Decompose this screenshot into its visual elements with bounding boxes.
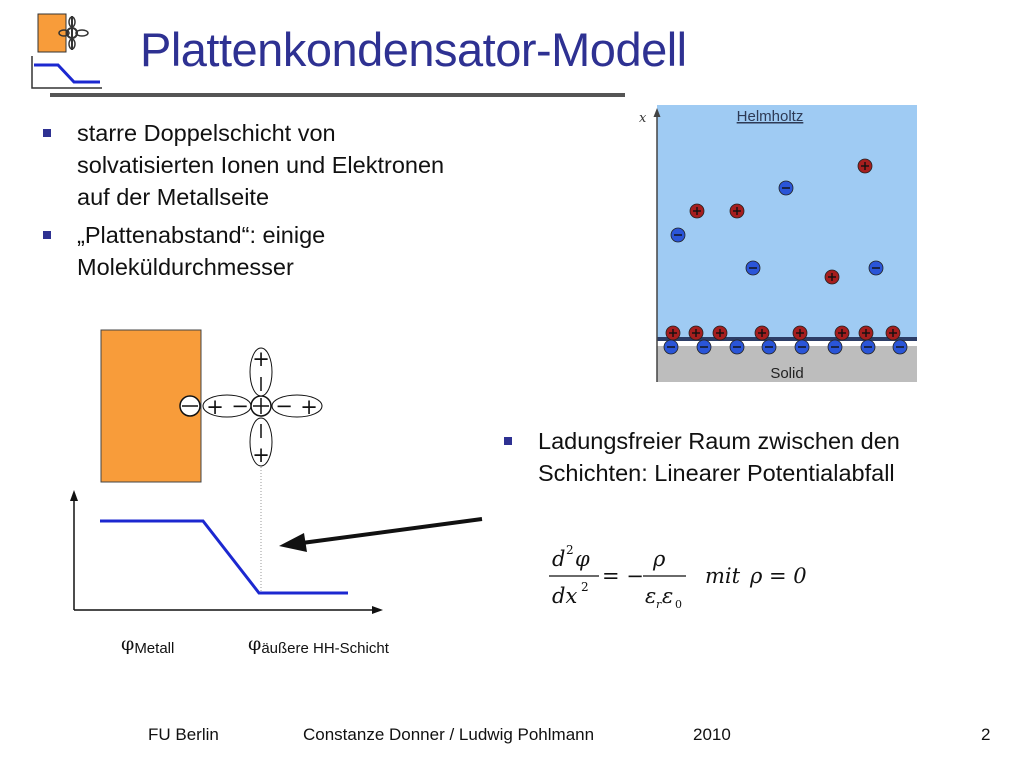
helmholtz-figure: x Helmholtz Solid <box>639 105 917 382</box>
svg-text:ρ: ρ <box>652 547 666 571</box>
bullet-list-right: Ladungsfreier Raum zwischen den Schichte… <box>500 425 1000 495</box>
liquid-region <box>657 105 917 337</box>
slide-title: Plattenkondensator-Modell <box>140 23 687 76</box>
cation-icon <box>754 325 770 341</box>
cation-icon <box>834 325 850 341</box>
ions-group <box>663 158 908 355</box>
cation-icon <box>712 325 728 341</box>
anion-icon <box>663 339 679 355</box>
svg-text:= −: = − <box>602 564 644 588</box>
anion-icon <box>860 339 876 355</box>
svg-text:+: + <box>252 443 270 467</box>
cation-icon <box>792 325 808 341</box>
svg-text:2: 2 <box>566 543 574 557</box>
phi-metal-label: φMetall <box>121 633 175 657</box>
svg-text:0: 0 <box>675 598 682 611</box>
anion-icon <box>827 339 843 355</box>
cation-icon <box>858 325 874 341</box>
bullet-item: starre Doppelschicht von solvatisierten … <box>39 117 479 213</box>
anion-icon <box>761 339 777 355</box>
poisson-equation: d 2 φ dx 2 = − ρ ε r ε 0 mit ρ = 0 <box>549 543 807 611</box>
solid-label: Solid <box>770 365 803 382</box>
anion-icon <box>778 180 794 196</box>
phi-outer-label: φäußere HH-Schicht <box>248 633 389 657</box>
svg-text:d: d <box>552 547 565 571</box>
bullet-item: „Plattenabstand“: einige Moleküldurchmes… <box>39 219 479 283</box>
arrow-icon <box>279 517 483 552</box>
anion-icon <box>868 260 884 276</box>
svg-text:2: 2 <box>581 580 589 594</box>
anion-icon <box>696 339 712 355</box>
svg-text:−: − <box>231 394 249 418</box>
footer-org: FU Berlin <box>148 725 219 744</box>
helmholtz-label: Helmholtz <box>737 108 804 125</box>
page-number: 2 <box>981 725 991 744</box>
svg-text:ρ = 0: ρ = 0 <box>749 564 807 588</box>
axis-label-x: x <box>639 111 647 126</box>
svg-text:mit: mit <box>705 564 741 588</box>
cation-icon <box>885 325 901 341</box>
svg-text:ε: ε <box>645 584 656 608</box>
svg-text:r: r <box>656 598 662 611</box>
cation-icon <box>665 325 681 341</box>
cation-icon <box>729 203 745 219</box>
anion-icon <box>729 339 745 355</box>
title-divider <box>50 93 625 97</box>
svg-text:+: + <box>206 395 224 419</box>
cation-icon <box>689 203 705 219</box>
bullet-item: Ladungsfreier Raum zwischen den Schichte… <box>500 425 1000 489</box>
svg-text:ε: ε <box>662 584 673 608</box>
svg-text:+: + <box>300 395 318 419</box>
anion-icon <box>670 227 686 243</box>
logo-icon <box>31 13 102 89</box>
svg-text:+: + <box>252 347 270 371</box>
anion-icon <box>892 339 908 355</box>
footer-authors: Constanze Donner / Ludwig Pohlmann <box>303 725 595 744</box>
potential-profile-line <box>100 519 348 595</box>
svg-text:dx: dx <box>552 584 577 608</box>
footer-year: 2010 <box>693 725 731 744</box>
cation-icon <box>824 269 840 285</box>
svg-text:φ: φ <box>575 547 590 571</box>
anion-icon <box>745 260 761 276</box>
cation-icon <box>688 325 704 341</box>
anion-icon <box>794 339 810 355</box>
svg-text:−: − <box>275 394 293 418</box>
bullet-list-left: starre Doppelschicht von solvatisierten … <box>39 117 479 289</box>
cation-icon <box>857 158 873 174</box>
electrode-diagram: + − − + + + <box>70 329 383 614</box>
